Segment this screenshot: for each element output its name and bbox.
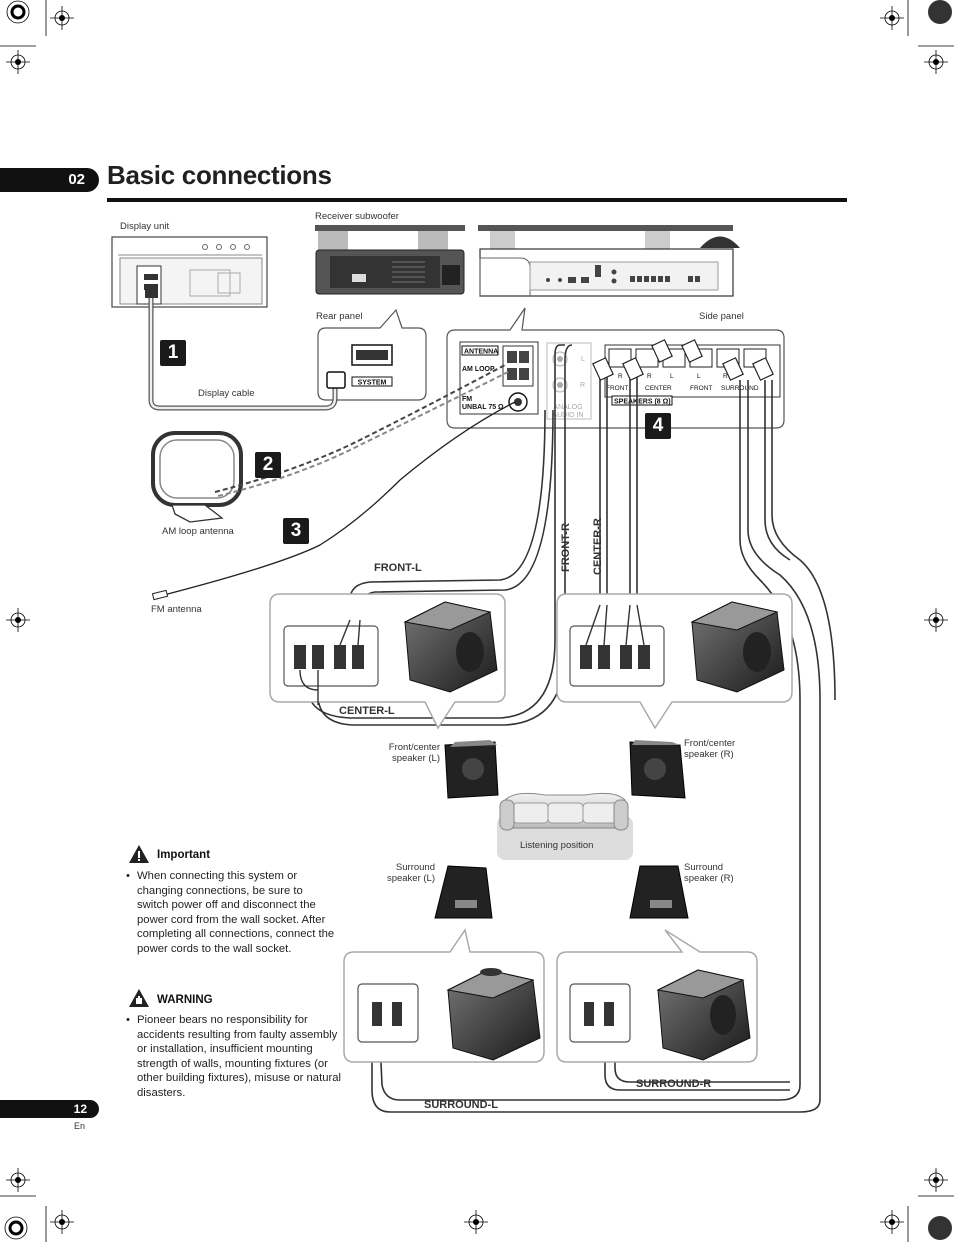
surround-l-cable-label: SURROUND-L bbox=[424, 1099, 498, 1111]
left-front-center-cables bbox=[305, 344, 573, 726]
page-number-tab: 12 bbox=[0, 1100, 99, 1118]
antenna-label: ANTENNA bbox=[464, 349, 498, 356]
surround-speaker-r-drawing bbox=[629, 865, 689, 919]
chapter-number-tab: 02 bbox=[0, 168, 99, 192]
speaker-r-label-2: R bbox=[647, 373, 652, 380]
speaker-r-label-1: R bbox=[618, 373, 623, 380]
step-1-badge: 1 bbox=[160, 340, 186, 366]
surround-speaker-l-drawing bbox=[434, 865, 493, 919]
front-center-speaker-r-drawing bbox=[629, 740, 686, 799]
front-label-1: FRONT bbox=[606, 385, 628, 392]
step-3-badge: 3 bbox=[283, 518, 309, 544]
display-unit-label: Display unit bbox=[120, 221, 170, 232]
speaker-l-label-1: L bbox=[670, 373, 674, 380]
speaker-in-callout-l bbox=[403, 601, 498, 693]
speaker-r-label-3: R bbox=[723, 373, 728, 380]
sofa-listening-position bbox=[497, 792, 633, 860]
title-rule bbox=[107, 198, 847, 202]
side-panel-callout: ANTENNA AM LOOP FM UNBAL 75 Ω L R ANALOG… bbox=[446, 307, 785, 429]
analog-audio-in-label-1: ANALOG bbox=[553, 404, 582, 411]
center-r-cable-label: CENTER-R bbox=[592, 518, 604, 575]
warning-text: Pioneer bears no responsibility for acci… bbox=[137, 1014, 342, 1099]
analog-r-label: R bbox=[580, 382, 585, 389]
speaker-in-callout-r bbox=[690, 601, 785, 693]
am-loop-antenna-label: AM loop antenna bbox=[162, 526, 234, 537]
front-l-cable-label: FRONT-L bbox=[374, 562, 422, 574]
page-title: Basic connections bbox=[107, 160, 332, 190]
important-warning-icon bbox=[129, 845, 149, 863]
step-4-badge: 4 bbox=[645, 413, 671, 439]
language-code: En bbox=[74, 1121, 86, 1131]
surround-r-cable-label: SURROUND-R bbox=[636, 1078, 712, 1090]
front-r-cable-label: FRONT-R bbox=[560, 523, 572, 572]
analog-audio-in-label-2: AUDIO IN bbox=[552, 412, 583, 419]
center-label: CENTER bbox=[645, 385, 672, 392]
rear-panel-label: Rear panel bbox=[316, 311, 363, 322]
fm-antenna bbox=[151, 401, 516, 601]
important-heading: Important bbox=[157, 849, 211, 861]
am-loop-label: AM LOOP bbox=[462, 366, 495, 373]
receiver-subwoofer-side bbox=[478, 225, 740, 297]
right-front-center-cables bbox=[599, 375, 638, 610]
important-text: When connecting this system or changing … bbox=[137, 870, 335, 955]
step-2-badge: 2 bbox=[255, 452, 281, 478]
surround-cables bbox=[371, 380, 836, 1113]
front-label-2: FRONT bbox=[690, 385, 712, 392]
system-label: SYSTEM bbox=[358, 380, 387, 387]
warning-hand-icon bbox=[129, 989, 149, 1007]
important-text-block: •When connecting this system or changing… bbox=[126, 870, 335, 955]
display-unit bbox=[111, 236, 268, 308]
speaker-in-callout-sr bbox=[656, 969, 751, 1061]
analog-l-label: L bbox=[581, 356, 585, 363]
listening-position-label: Listening position bbox=[520, 840, 594, 851]
side-panel-label: Side panel bbox=[699, 311, 744, 322]
speaker-in-callout-sl bbox=[446, 968, 541, 1061]
display-cable-label: Display cable bbox=[198, 388, 255, 399]
unbal-label: UNBAL 75 Ω bbox=[462, 404, 504, 411]
front-center-speaker-l-drawing bbox=[444, 740, 499, 799]
speakers-impedance-label: SPEAKERS (8 Ω) bbox=[614, 399, 671, 406]
warning-heading: WARNING bbox=[157, 994, 213, 1006]
receiver-subwoofer-rear bbox=[315, 225, 465, 295]
receiver-subwoofer-label: Receiver subwoofer bbox=[315, 211, 399, 222]
fm-label: FM bbox=[462, 396, 472, 403]
fm-antenna-label: FM antenna bbox=[151, 604, 202, 615]
am-loop-antenna bbox=[151, 364, 509, 523]
center-l-cable-label: CENTER-L bbox=[339, 705, 395, 717]
speaker-l-label-2: L bbox=[697, 373, 701, 380]
warning-text-block: •Pioneer bears no responsibility for acc… bbox=[126, 1014, 342, 1099]
